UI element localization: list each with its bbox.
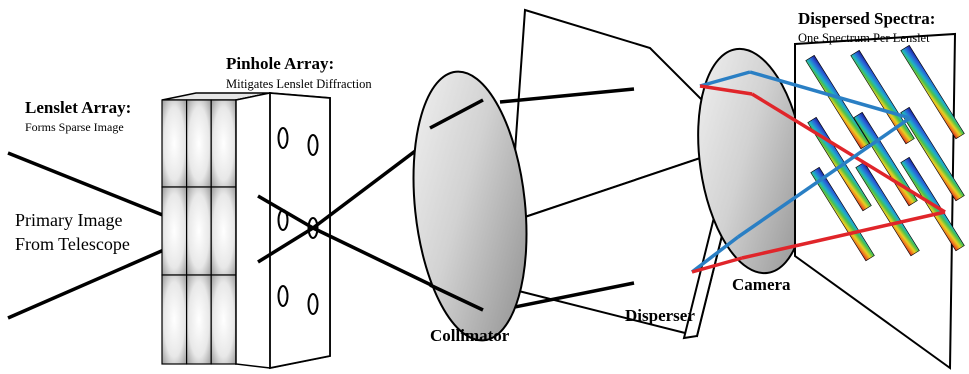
pinhole (277, 285, 289, 307)
collimator-label: Collimator (430, 326, 510, 345)
disperser-label: Disperser (625, 306, 695, 325)
lenslet-array-subtitle: Forms Sparse Image (25, 120, 124, 134)
collimator-rays (429, 98, 484, 312)
dispersed-spectra (805, 44, 965, 262)
spectrum (900, 44, 965, 140)
lenslet-array-title: Lenslet Array: (25, 98, 131, 117)
pinhole (277, 127, 289, 149)
pinhole-array-title: Pinhole Array: (226, 54, 334, 73)
pinhole (307, 134, 319, 156)
spectrum (853, 111, 918, 207)
collimator-lens (412, 70, 528, 342)
spectrum (850, 49, 915, 145)
dispersed-spectra-title: Dispersed Spectra: (798, 9, 935, 28)
pinhole-array-subtitle: Mitigates Lenslet Diffraction (226, 77, 372, 91)
primary-image-label-line1: Primary Image (15, 210, 122, 230)
collimated-rays (499, 87, 635, 312)
lenslet-array (161, 92, 331, 370)
camera-out-rays (737, 70, 946, 260)
dispersed-spectra-subtitle: One Spectrum Per Lenslet (798, 31, 930, 45)
spectrum (807, 116, 872, 212)
spectrum (900, 106, 965, 202)
camera-label: Camera (732, 275, 791, 294)
lenslet-cells (161, 99, 237, 365)
primary-image-label-line2: From Telescope (15, 234, 130, 254)
camera-in-rays (690, 70, 753, 274)
spectrum (810, 166, 875, 262)
pinhole (307, 293, 319, 315)
detector-plane (794, 32, 965, 370)
spectrum (855, 161, 920, 257)
